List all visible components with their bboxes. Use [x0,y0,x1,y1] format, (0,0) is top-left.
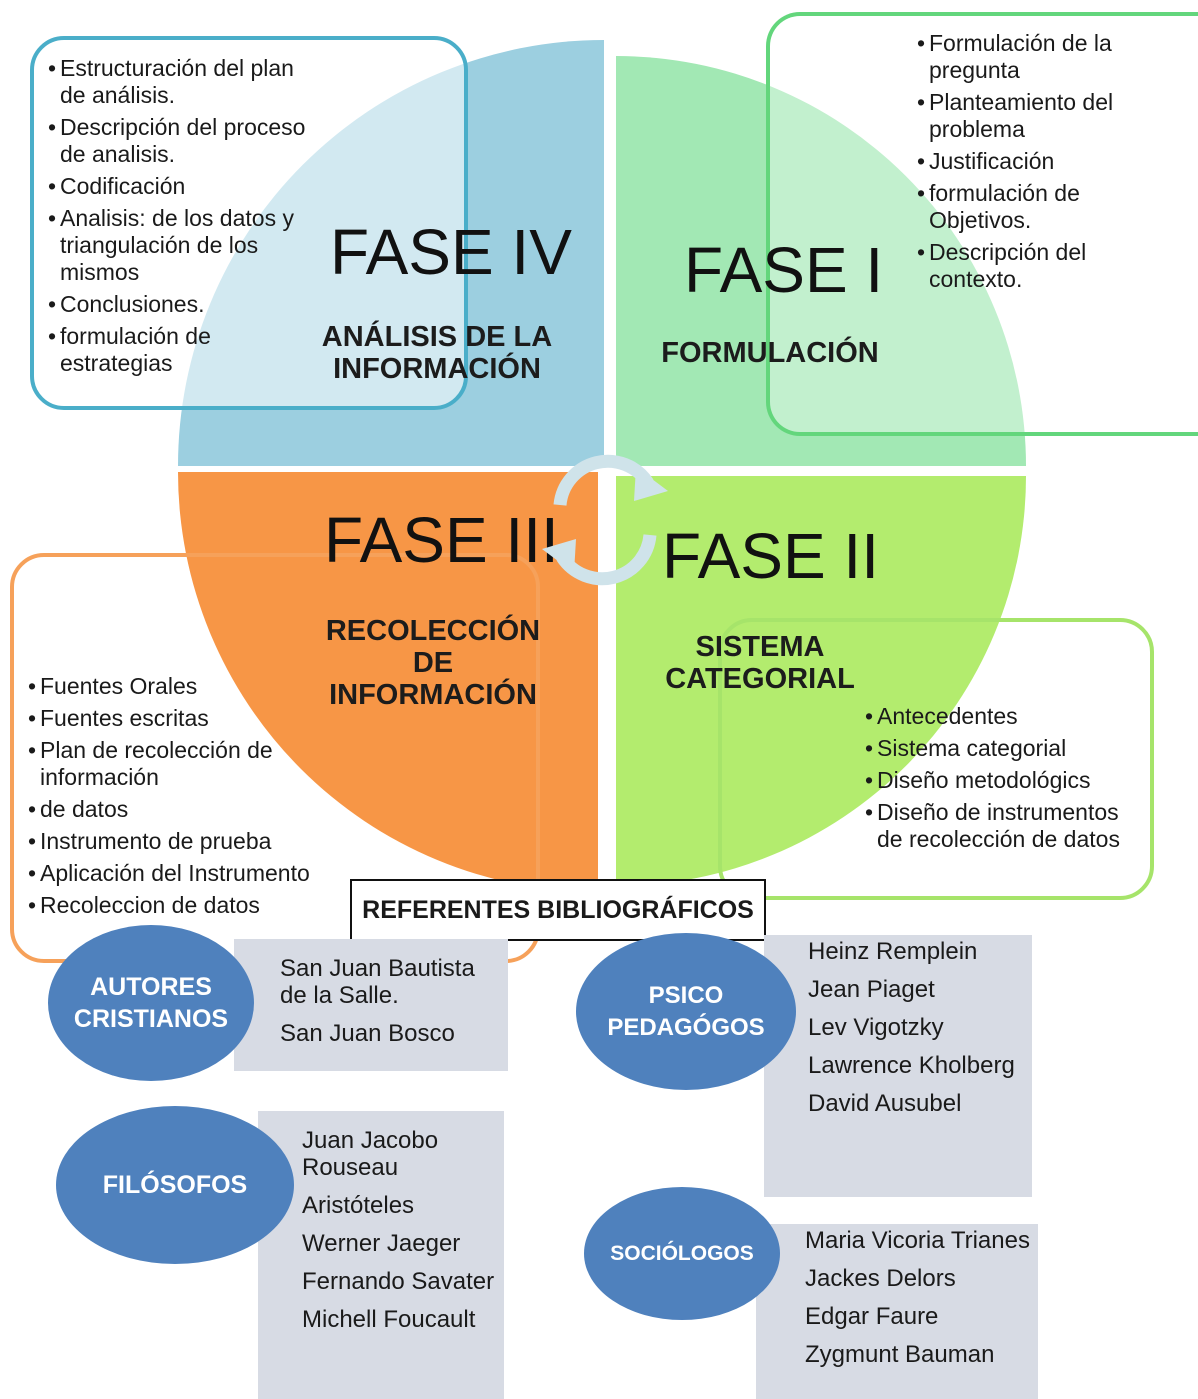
phase3-activity-item: Fuentes escritas [28,705,358,732]
phase4-activity-list: Estructuración del plan de análisis.Desc… [48,55,318,382]
philosophers-oval: FILÓSOFOS [56,1106,294,1264]
phase3-activity-list: Fuentes OralesFuentes escritasPlan de re… [28,673,358,924]
phase3-activity-item: Plan de recolección de información [28,737,358,791]
phase2-subtitle: SISTEMA CATEGORIAL [665,631,855,695]
phase2-activity-item: Diseño metodológics [865,767,1140,794]
phase1-activity-item: Justificación [917,148,1162,175]
phase2-activity-list: AntecedentesSistema categorialDiseño met… [865,703,1140,858]
phase3-subtitle: RECOLECCIÓN DE INFORMACIÓN [325,615,541,711]
christian-authors-oval: AUTORES CRISTIANOS [48,925,254,1081]
phase3-activity-item: Instrumento de prueba [28,828,358,855]
author-name: Michell Foucault [302,1306,476,1333]
phase1-activity-item: formulación de Objetivos. [917,180,1162,234]
phase2-activity-item: Diseño de instrumentos de recolección de… [865,799,1140,853]
sociologists-oval: SOCIÓLOGOS [584,1187,780,1320]
references-title: REFERENTES BIBLIOGRÁFICOS [350,879,766,941]
phase4-activity-item: formulación de estrategias [48,323,318,377]
phase2-title: FASE II [662,520,879,592]
phase1-activity-item: Planteamiento del problema [917,89,1162,143]
psychopedagogues-oval: PSICO PEDAGÓGOS [576,933,796,1090]
phase3-activity-item: Fuentes Orales [28,673,358,700]
phase3-title: FASE III [324,504,559,576]
phase1-activity-item: Formulación de la pregunta [917,30,1162,84]
author-name: Jackes Delors [805,1265,956,1292]
christian-authors-list: San Juan Bautista de la Salle. San Juan B… [280,955,505,1058]
author-name: Aristóteles [302,1192,415,1219]
phase2-activity-item: Sistema categorial [865,735,1140,762]
phase4-subtitle: ANÁLISIS DE LA INFORMACIÓN [321,321,553,385]
phase3-activity-item: de datos [28,796,358,823]
author-name: Edgar Faure [805,1303,939,1330]
author-name: Lawrence Kholberg [808,1052,1015,1079]
phase3-activity-item: Recoleccion de datos [28,892,358,919]
phase1-activity-item: Descripción del contexto. [917,239,1162,293]
phase2-details-box [718,618,1154,900]
phase3-quadrant [178,472,598,892]
author-name: San Juan Bosco [280,1020,455,1047]
phase1-activity-list: Formulación de la preguntaPlanteamiento … [917,30,1162,298]
phase1-quadrant [616,56,1026,466]
phase4-activity-item: Analisis: de los datos y triangulación d… [48,205,318,286]
author-name: David Ausubel [808,1090,962,1117]
phase2-activity-item: Antecedentes [865,703,1140,730]
author-name: Fernando Savater [302,1268,495,1295]
phase4-activity-item: Descripción del proceso de analisis. [48,114,318,168]
author-name: Werner Jaeger [302,1230,461,1257]
author-name: Heinz Remplein [808,938,978,965]
phase1-title: FASE I [684,234,884,306]
phase1-subtitle: FORMULACIÓN [661,337,879,369]
phase4-title: FASE IV [330,216,572,288]
christian-authors-panel [234,939,508,1071]
author-name: Lev Vigotzky [808,1014,944,1041]
cycle-arrows-icon [542,454,668,586]
psychopedagogues-panel [764,935,1032,1197]
phase4-activity-item: Estructuración del plan de análisis. [48,55,318,109]
author-name: San Juan Bautista de la Salle. [280,955,475,1009]
author-name: Zygmunt Bauman [805,1341,995,1368]
sociologists-panel [756,1224,1038,1399]
philosophers-panel [258,1111,504,1399]
phase4-activity-item: Conclusiones. [48,291,318,318]
phase3-activity-item: Aplicación del Instrumento [28,860,358,887]
phase4-activity-item: Codificación [48,173,318,200]
author-name: Maria Vicoria Trianes [805,1227,1030,1254]
author-name: Juan Jacobo Rouseau [302,1127,439,1181]
author-name: Jean Piaget [808,976,935,1003]
